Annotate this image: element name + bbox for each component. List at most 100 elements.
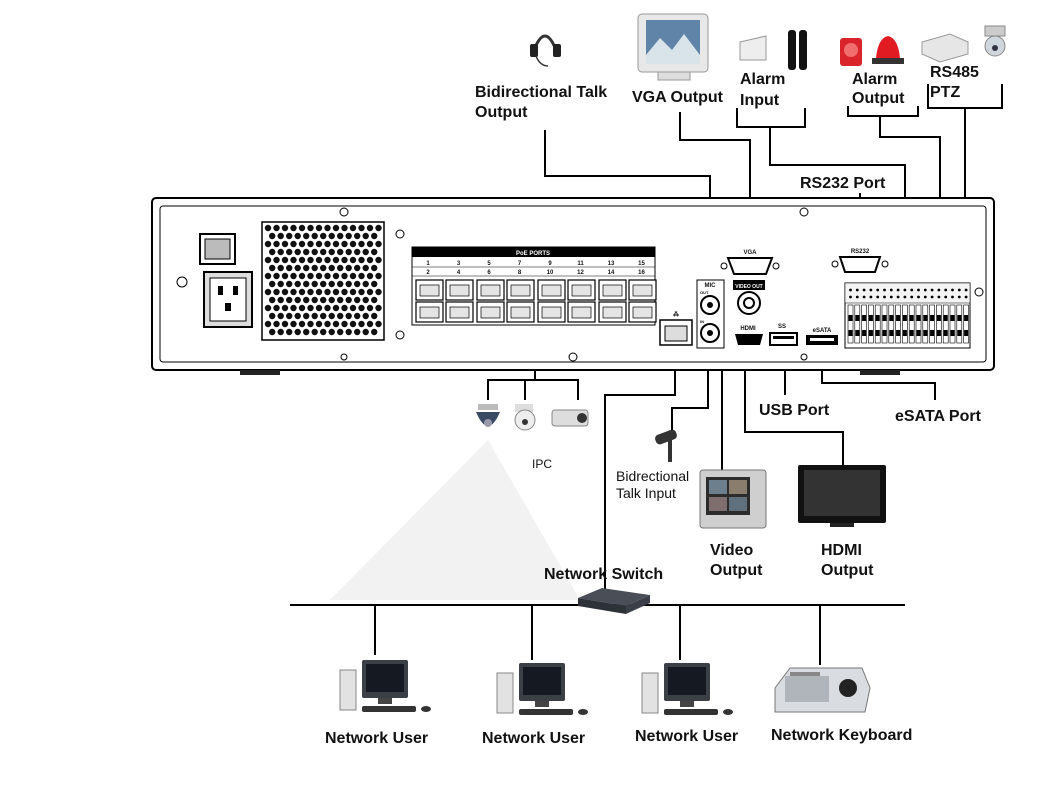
poe-port-jack xyxy=(598,301,627,323)
poe-port-number: 5 xyxy=(487,261,491,267)
poe-port-number: 4 xyxy=(457,270,461,276)
video-output-label-2: Output xyxy=(710,562,763,579)
terminal-screw xyxy=(908,288,915,344)
network-user-label-1: Network User xyxy=(325,730,428,747)
terminal-screw xyxy=(888,288,895,344)
terminal-screw xyxy=(874,288,881,344)
poe-port-jack xyxy=(415,301,444,323)
rs232-port-label: RS232 xyxy=(851,249,870,255)
ipc-label: IPC xyxy=(532,457,552,471)
video-output-label: Video xyxy=(710,542,754,559)
video-out-port: VIDEO OUT xyxy=(733,280,765,315)
poe-port-jack xyxy=(628,279,657,301)
hdmi-port-label: HDMI xyxy=(740,326,756,332)
hdmi-port: HDMI xyxy=(735,326,763,345)
terminal-screw xyxy=(942,288,949,344)
terminal-screw xyxy=(963,288,969,344)
terminal-screw xyxy=(895,288,901,344)
poe-title: PoE PORTS xyxy=(516,251,550,257)
esata-port-title: eSATA Port xyxy=(895,408,982,425)
rs232-port: RS232 xyxy=(831,249,889,273)
network-keyboard-label: Network Keyboard xyxy=(771,727,912,744)
alarm-terminal-block xyxy=(844,282,971,349)
network-pc-icon xyxy=(496,663,588,715)
fan-grille xyxy=(261,221,385,341)
poe-port-number: 11 xyxy=(577,261,584,267)
network-switch-icon xyxy=(578,588,650,614)
usb-port-label: SS xyxy=(778,324,786,330)
bidir-talk-output-label: Bidirectional Talk xyxy=(475,84,607,101)
poe-port-number: 16 xyxy=(638,270,645,276)
terminal-screw xyxy=(854,288,861,344)
poe-port-number: 6 xyxy=(487,270,491,276)
mic-in-label: IN xyxy=(700,319,704,324)
poe-port-jack xyxy=(628,301,657,323)
poe-port-number: 9 xyxy=(548,261,552,267)
poe-port-jack xyxy=(445,279,474,301)
alarm-output-label: Alarm xyxy=(852,71,897,88)
terminal-screw xyxy=(881,288,888,344)
network-pc-icon xyxy=(339,660,431,712)
mic-ports: MIC OUT IN xyxy=(696,279,725,349)
rs485-label: RS485 xyxy=(930,64,979,81)
terminal-screw xyxy=(929,288,935,344)
esata-port: eSATA xyxy=(806,328,838,345)
poe-port-jack xyxy=(567,301,596,323)
esata-port-label: eSATA xyxy=(813,328,832,334)
bidir-talk-input-label: Bidrectional xyxy=(616,468,689,484)
terminal-screw xyxy=(847,288,854,344)
connection-wires xyxy=(290,84,1003,665)
network-keyboard-icon xyxy=(774,667,871,713)
alarm-input-label: Alarm xyxy=(740,71,785,88)
bidir-talk-output-label-2: Output xyxy=(475,104,528,121)
headset-icon xyxy=(530,34,561,67)
crt-monitor-icon xyxy=(637,13,709,81)
rs485-label-2: PTZ xyxy=(930,84,960,101)
diagram-labels: Bidirectional Talk Output VGA Output Ala… xyxy=(325,64,982,747)
video-out-label: VIDEO OUT xyxy=(735,284,763,290)
usb-port: SS xyxy=(769,324,798,346)
bidir-talk-input-label-2: Talk Input xyxy=(616,485,676,501)
ptz-camera-icons xyxy=(921,25,1006,63)
video-monitor-icon xyxy=(699,469,767,529)
terminal-screw xyxy=(922,288,929,344)
poe-port-jack xyxy=(415,279,444,301)
ipc-coverage-cone xyxy=(330,440,580,600)
poe-port-jack xyxy=(537,301,566,323)
terminal-screw xyxy=(949,288,956,344)
power-socket xyxy=(203,271,253,328)
terminal-screw xyxy=(956,288,963,344)
network-pc-icon xyxy=(641,663,733,715)
network-switch-label: Network Switch xyxy=(544,566,663,583)
poe-port-number: 14 xyxy=(608,270,615,276)
mic-out-label: OUT xyxy=(700,290,709,295)
vga-output-label: VGA Output xyxy=(632,89,724,106)
terminal-screw xyxy=(861,288,867,344)
poe-port-number: 12 xyxy=(577,270,584,276)
panel-screws xyxy=(176,207,984,362)
poe-port-jack xyxy=(598,279,627,301)
poe-port-jack xyxy=(567,279,596,301)
rs232-port-title: RS232 Port xyxy=(800,175,886,192)
vga-port-label: VGA xyxy=(743,250,757,256)
alarm-sensor-icons xyxy=(739,30,807,70)
poe-port-jack xyxy=(506,279,535,301)
vga-port: VGA xyxy=(720,250,780,275)
poe-port-number: 15 xyxy=(638,261,645,267)
terminal-screw xyxy=(868,288,874,344)
terminal-screw xyxy=(936,288,942,344)
mic-label: MIC xyxy=(705,283,717,289)
poe-port-jack xyxy=(476,301,505,323)
poe-port-number: 10 xyxy=(547,270,554,276)
microphone-icon xyxy=(655,429,677,462)
poe-port-number: 1 xyxy=(426,261,430,267)
network-user-label-2: Network User xyxy=(482,730,585,747)
network-user-label-3: Network User xyxy=(635,728,738,745)
poe-port-number: 2 xyxy=(426,270,430,276)
poe-port-number: 3 xyxy=(457,261,461,267)
alarm-siren-icons xyxy=(840,36,904,66)
poe-port-jack xyxy=(476,279,505,301)
